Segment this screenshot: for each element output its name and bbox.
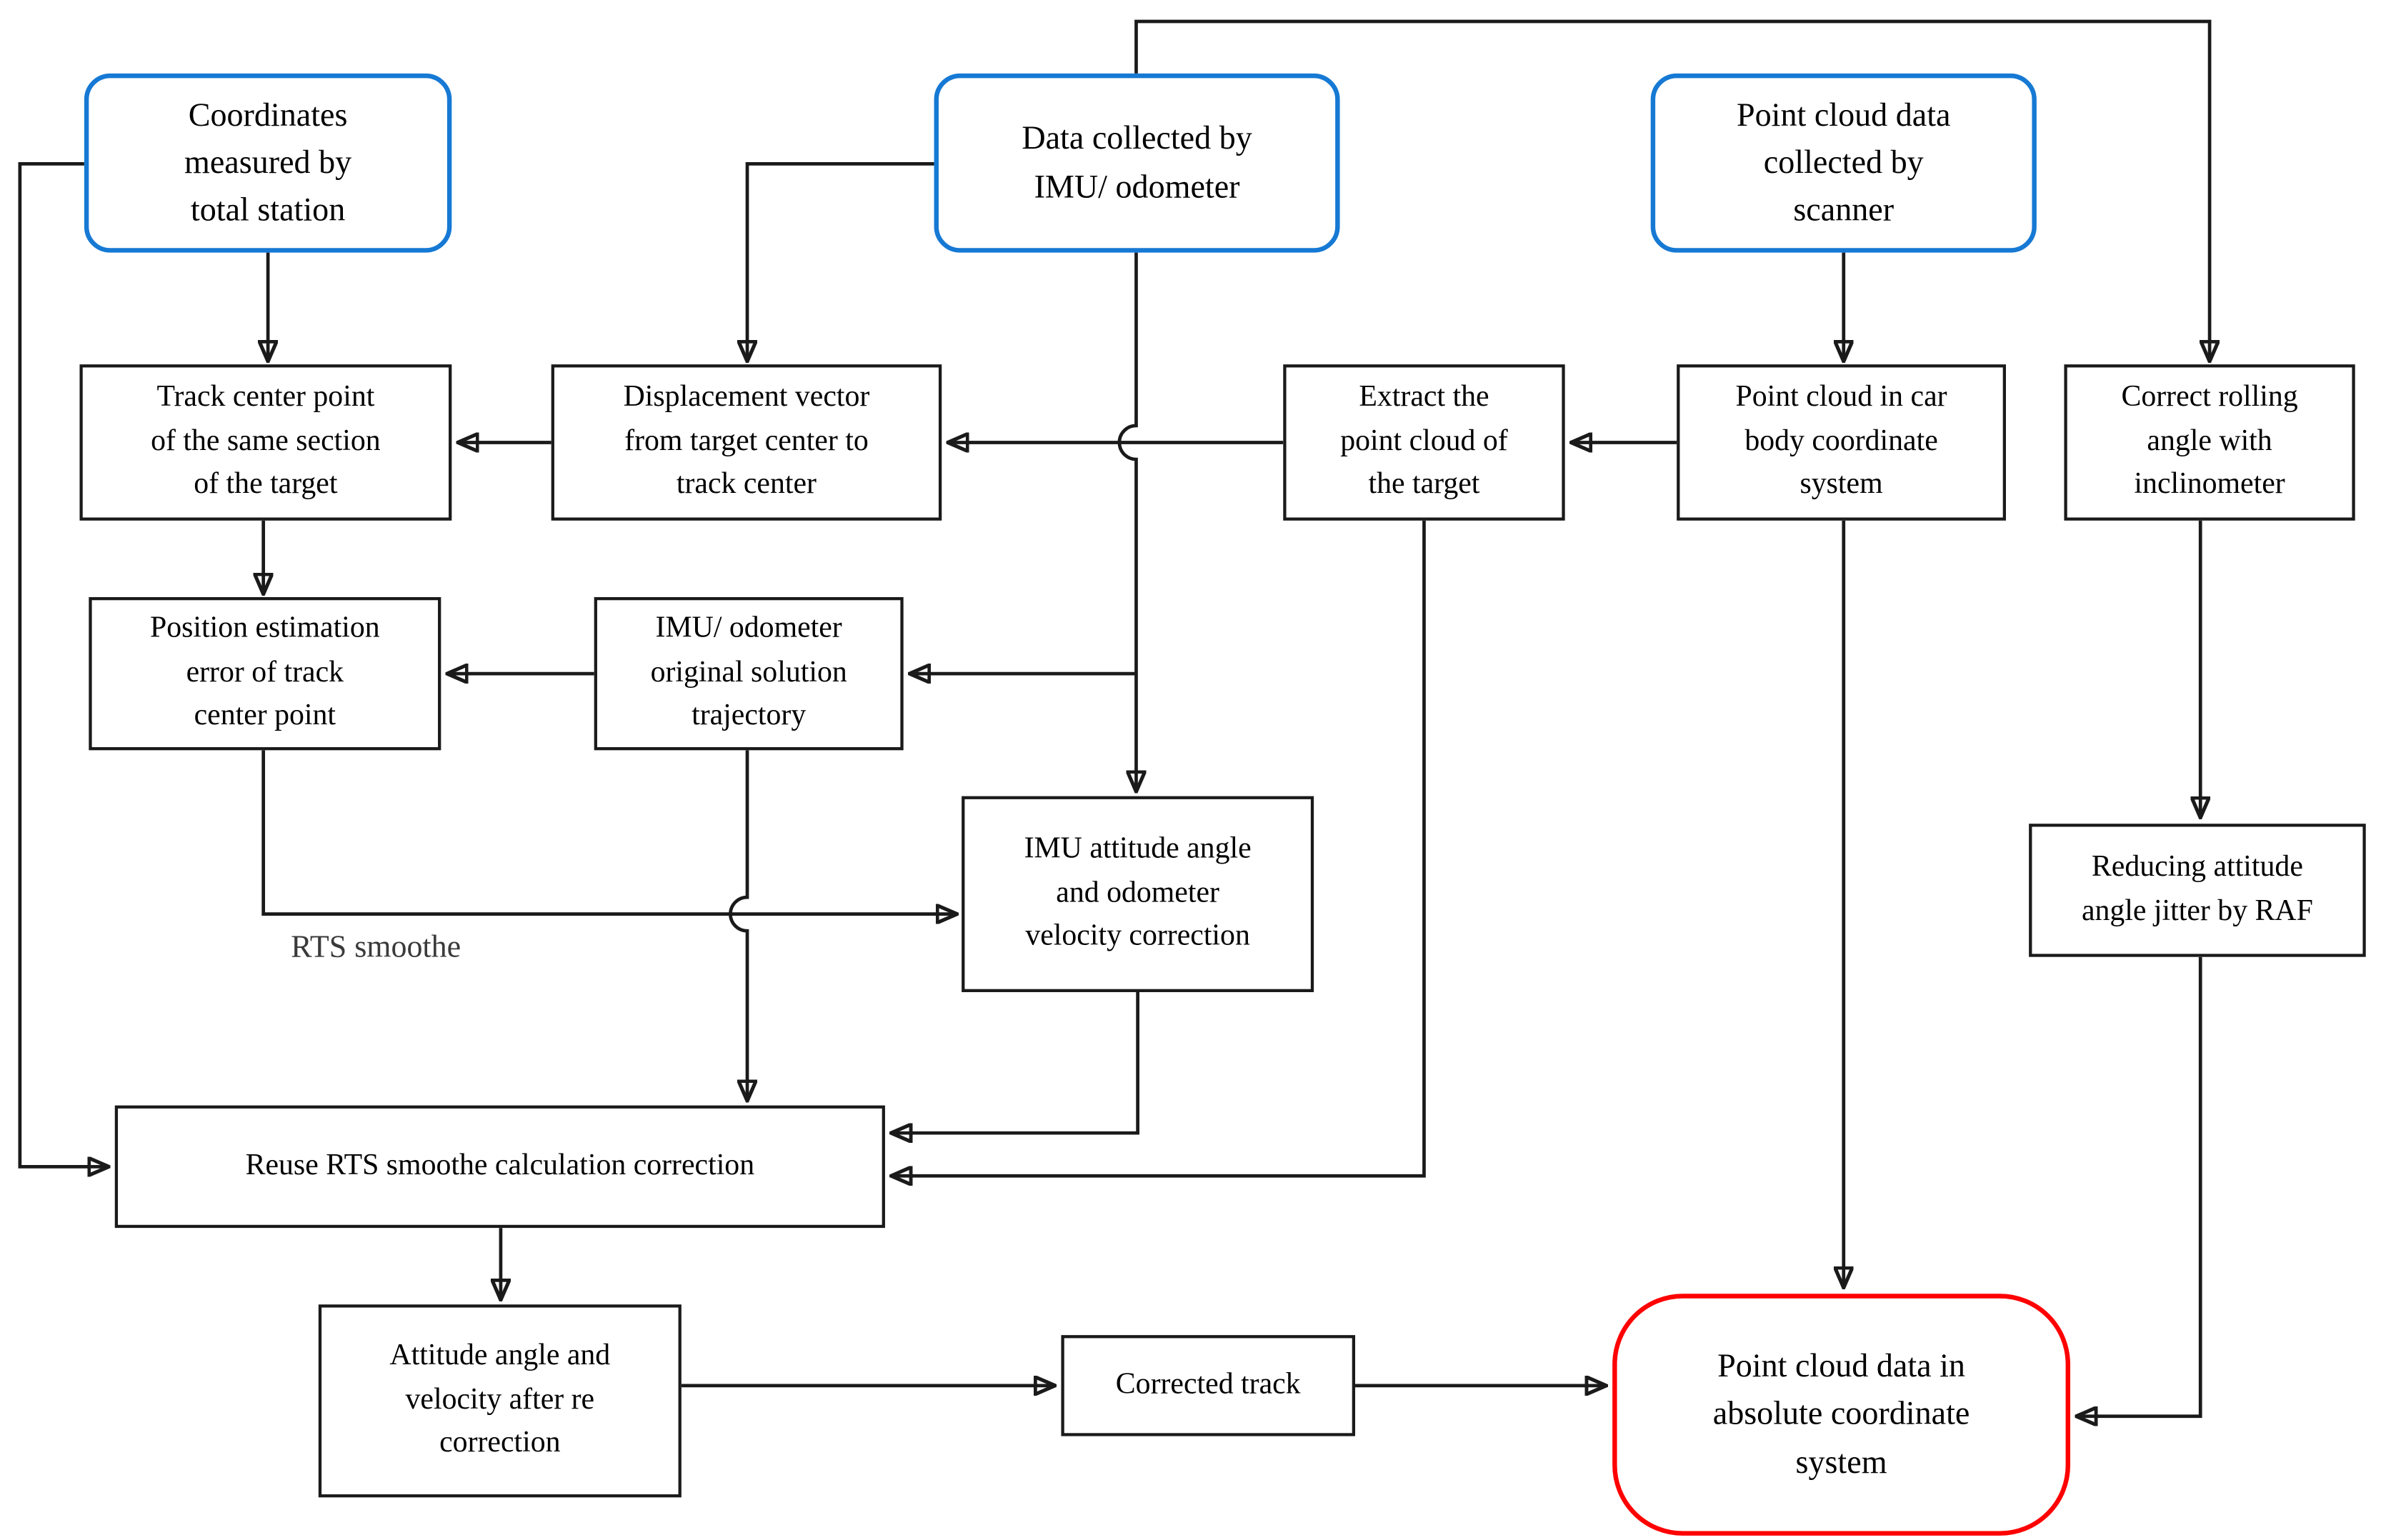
- node-imu-attitude: IMU attitude angle and odometer velocity…: [962, 796, 1314, 992]
- edge-extract-target-to-reuse-rts: [893, 520, 1426, 1176]
- node-total-station: Coordinates measured by total station: [84, 73, 452, 253]
- node-imu-odometer: Data collected by IMU/ odometer: [934, 73, 1340, 253]
- edge-imu-odometer-to-correct-rolling: [1134, 19, 2210, 360]
- node-track-center: Track center point of the same section o…: [79, 364, 452, 521]
- edge-position-error-to-imu-attitude: [261, 750, 956, 914]
- edge-total-station-to-reuse-rts: [18, 161, 107, 1166]
- node-reuse-rts: Reuse RTS smoothe calculation correction: [114, 1105, 885, 1229]
- node-absolute-point-cloud: Point cloud data in absolute coordinate …: [1612, 1294, 2071, 1536]
- edge-imu-trajectory-to-reuse-rts: [729, 750, 747, 1099]
- node-corrected-track: Corrected track: [1061, 1335, 1355, 1436]
- node-imu-trajectory: IMU/ odometer original solution trajecto…: [594, 596, 904, 751]
- node-raf: Reducing attitude angle jitter by RAF: [2029, 824, 2366, 957]
- node-displacement: Displacement vector from target center t…: [551, 364, 942, 521]
- edge-imu-odometer-to-displacement: [747, 161, 934, 359]
- edge-imu-attitude-to-reuse-rts: [893, 991, 1139, 1133]
- node-scanner: Point cloud data collected by scanner: [1650, 73, 2037, 253]
- node-attitude-recorrection: Attitude angle and velocity after re cor…: [318, 1304, 682, 1498]
- edge-imu-odometer-to-imu-attitude: [1117, 252, 1137, 790]
- node-extract-target: Extract the point cloud of the target: [1283, 364, 1565, 521]
- edge-raf-to-absolute-point-cloud: [2078, 956, 2202, 1416]
- node-position-error: Position estimation error of track cente…: [89, 596, 441, 751]
- edge-label-rts-smoothe: RTS smoothe: [291, 931, 461, 965]
- node-car-body: Point cloud in car body coordinate syste…: [1677, 364, 2006, 521]
- node-correct-rolling: Correct rolling angle with inclinometer: [2064, 364, 2355, 521]
